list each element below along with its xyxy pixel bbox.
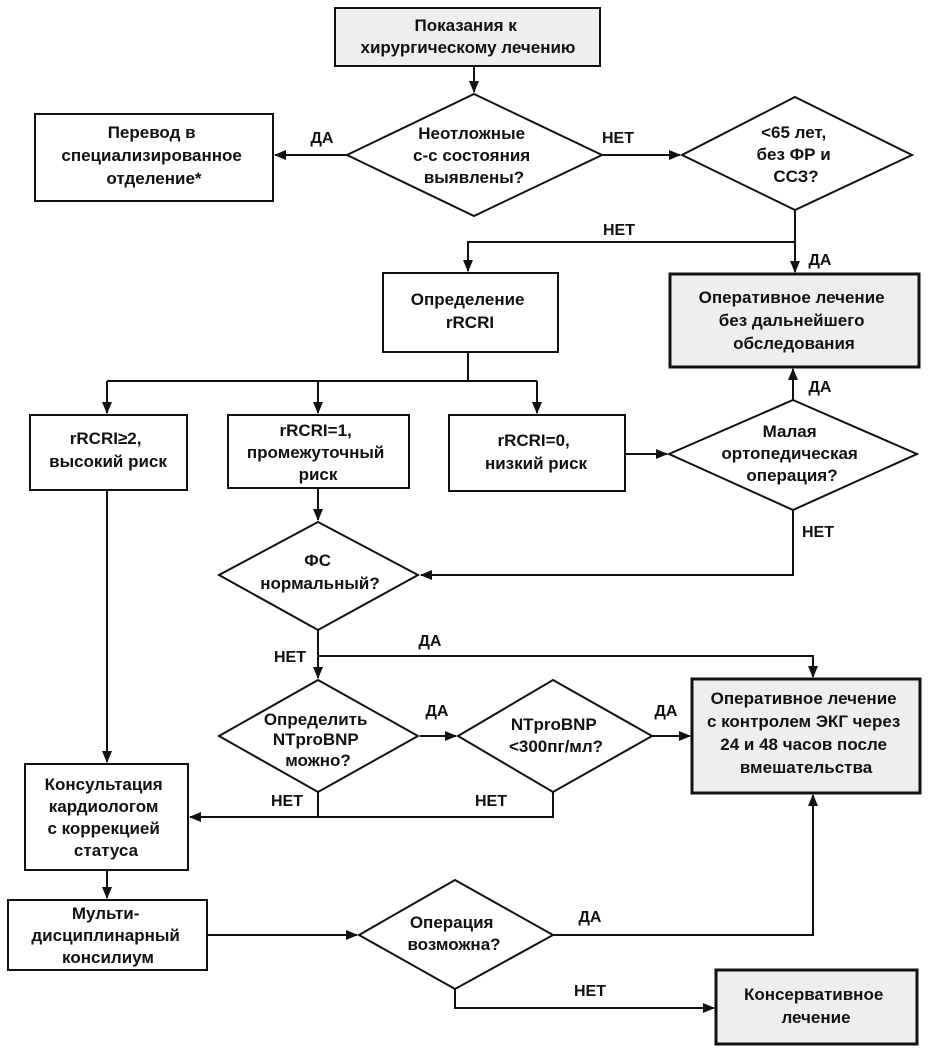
- ntprobnp-value-text: NTproBNP <300пг/мл?: [509, 715, 603, 756]
- label-young-no: НЕТ: [603, 222, 635, 239]
- mid-risk-box: [227, 414, 410, 489]
- label-op-no: НЕТ: [574, 983, 606, 1000]
- minor-ortho-diamond: [666, 398, 920, 512]
- high-risk-box: [29, 414, 188, 491]
- cardio-consult-box: [24, 763, 189, 871]
- urgent-diamond: [344, 92, 605, 218]
- edge-ntp-value-no: [189, 792, 554, 822]
- label-urgent-no: НЕТ: [602, 130, 634, 147]
- label-ntp-value-no: НЕТ: [475, 793, 507, 810]
- ntprobnp-possible-text: Определить NTproBNP можно?: [264, 710, 372, 770]
- surgery-no-exam-text: Оперативное лечение без дальнейшего обсл…: [699, 288, 890, 353]
- edge-op-yes: [553, 794, 818, 936]
- conservative-box: [714, 968, 919, 1046]
- label-ntp-value-yes: ДА: [655, 703, 678, 720]
- council-box: [7, 899, 208, 971]
- high-risk-text: rRCRI≥2, высокий риск: [49, 429, 167, 471]
- surgery-no-exam-box: [668, 272, 921, 369]
- label-op-yes: ДА: [579, 909, 602, 926]
- label-urgent-yes: ДА: [311, 130, 334, 147]
- label-fs-no: НЕТ: [274, 649, 306, 666]
- young-diamond: [679, 95, 915, 212]
- mid-risk-text: rRCRI=1, промежуточный риск: [247, 421, 389, 484]
- start-text: Показания к хирургическому лечению: [361, 16, 576, 57]
- rcri-box: [382, 272, 559, 353]
- ntprobnp-possible-diamond: [216, 678, 421, 794]
- label-fs-yes: ДА: [419, 633, 442, 650]
- urgent-text: Неотложные с-с состояния выявлены?: [413, 124, 535, 187]
- label-young-yes: ДА: [809, 252, 832, 269]
- op-possible-diamond: [356, 878, 556, 991]
- minor-ortho-text: Малая ортопедическая операция?: [721, 422, 862, 485]
- surgery-ecg-text: Оперативное лечение с контролем ЭКГ чере…: [707, 689, 905, 777]
- transfer-box: [34, 113, 274, 202]
- start-box: [334, 7, 601, 67]
- rcri-text: Определение rRCRI: [411, 290, 530, 332]
- fs-normal-text: ФС нормальный?: [260, 551, 380, 593]
- edge-minor-no: [420, 510, 794, 580]
- edge-fs-yes: [318, 655, 818, 678]
- fs-normal-diamond: [216, 520, 421, 632]
- label-minor-yes: ДА: [809, 379, 832, 396]
- ntprobnp-value-diamond: [456, 678, 655, 794]
- edge-op-no: [454, 989, 715, 1013]
- conservative-text: Консервативное лечение: [744, 985, 888, 1027]
- young-text: <65 лет, без ФР и ССЗ?: [757, 123, 836, 186]
- cardio-consult-text: Консультация кардиологом с коррекцией ст…: [45, 775, 168, 860]
- label-ntp-possible-no: НЕТ: [271, 793, 303, 810]
- label-ntp-possible-yes: ДА: [426, 703, 449, 720]
- edge-young-no: [463, 241, 795, 272]
- surgery-ecg-box: [690, 677, 922, 795]
- transfer-text: Перевод в специализированное отделение*: [61, 123, 246, 188]
- low-risk-text: rRCRI=0, низкий риск: [485, 431, 588, 473]
- label-minor-no: НЕТ: [802, 524, 834, 541]
- low-risk-box: [448, 414, 626, 492]
- op-possible-text: Операция возможна?: [407, 913, 500, 954]
- council-text: Мульти- дисциплинарный консилиум: [31, 904, 184, 967]
